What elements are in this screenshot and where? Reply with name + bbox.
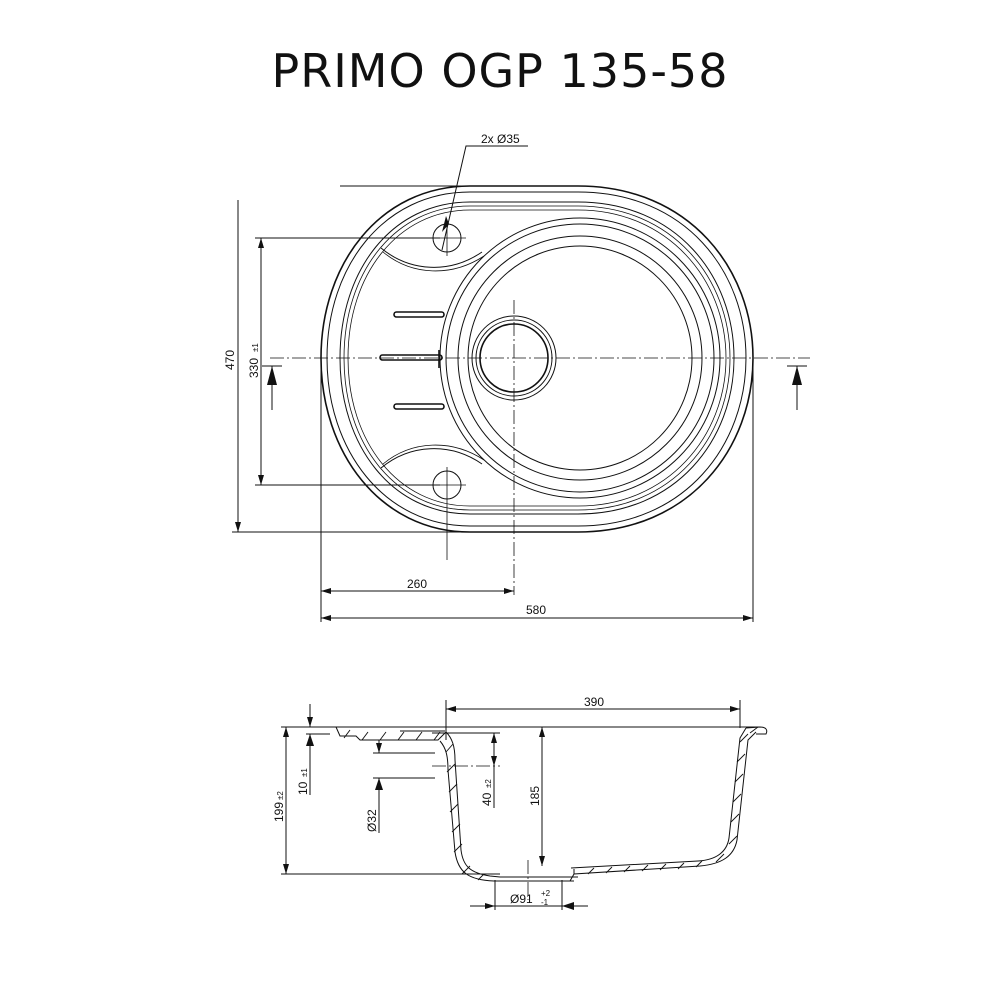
- dim-199-tol: ±2: [276, 791, 285, 800]
- drawing-title: PRIMO OGP 135-58: [271, 44, 729, 98]
- top-view: 2x Ø35 470 330 ±1 260 580: [223, 132, 810, 622]
- dim-overflow-dia: Ø32: [365, 809, 379, 832]
- dim-580: 580: [526, 603, 546, 617]
- dim-drain-dia: Ø91: [510, 892, 533, 906]
- dim-330: 330: [247, 358, 261, 378]
- dim-330-tol: ±1: [251, 343, 260, 352]
- dim-drain-tol-upper: +2: [541, 889, 551, 898]
- dim-40-tol: ±2: [484, 779, 493, 788]
- section-hatching: [343, 726, 759, 881]
- dim-drain-tol-lower: -1: [541, 898, 549, 907]
- dim-10: 10: [296, 781, 310, 795]
- dim-199: 199: [272, 802, 286, 822]
- section-view: 390 185 40 ±2 Ø32 10 ±1 199 ±2: [272, 695, 768, 910]
- dim-390: 390: [584, 695, 604, 709]
- dim-10-tol: ±1: [300, 768, 309, 777]
- dim-470: 470: [223, 350, 237, 370]
- dim-40: 40: [480, 792, 494, 806]
- dim-185: 185: [528, 786, 542, 806]
- dim-260: 260: [407, 577, 427, 591]
- holes-label: 2x Ø35: [481, 132, 520, 146]
